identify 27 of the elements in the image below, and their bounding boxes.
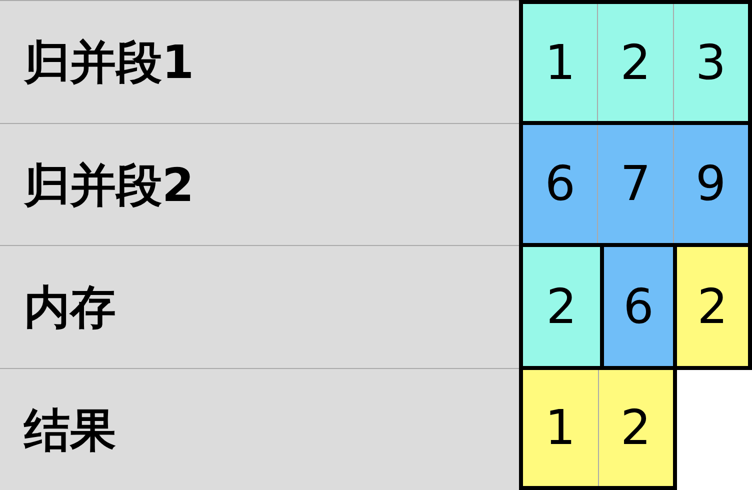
array-cell: [523, 125, 598, 243]
cell-value: 2: [546, 282, 577, 330]
cell-value: 3: [696, 38, 726, 86]
row-label: 归并段2: [24, 162, 194, 208]
array-cell: [523, 4, 598, 121]
array-cell: [597, 125, 673, 243]
array-cell: [597, 4, 673, 121]
row-header: [0, 123, 519, 245]
row-header: [0, 0, 519, 123]
cell-value: 9: [696, 160, 726, 208]
array-cell: [672, 4, 748, 121]
row-label: 内存: [24, 284, 116, 330]
cell-value: 1: [544, 404, 576, 452]
cell-value: 6: [623, 282, 654, 330]
cell-value: 2: [697, 282, 728, 330]
cell-value: 7: [620, 160, 651, 208]
array-cell: [672, 125, 748, 243]
cell-value: 2: [620, 38, 651, 86]
row-label: 结果: [24, 406, 116, 452]
row-header: [0, 368, 519, 490]
row-label: 归并段1: [24, 39, 194, 85]
cell-value: 6: [544, 160, 576, 208]
cell-value: 2: [620, 404, 652, 452]
row-header: [0, 245, 519, 368]
cell-value: 1: [544, 38, 576, 86]
array-cell: [523, 370, 598, 486]
array-cell: [598, 370, 673, 486]
